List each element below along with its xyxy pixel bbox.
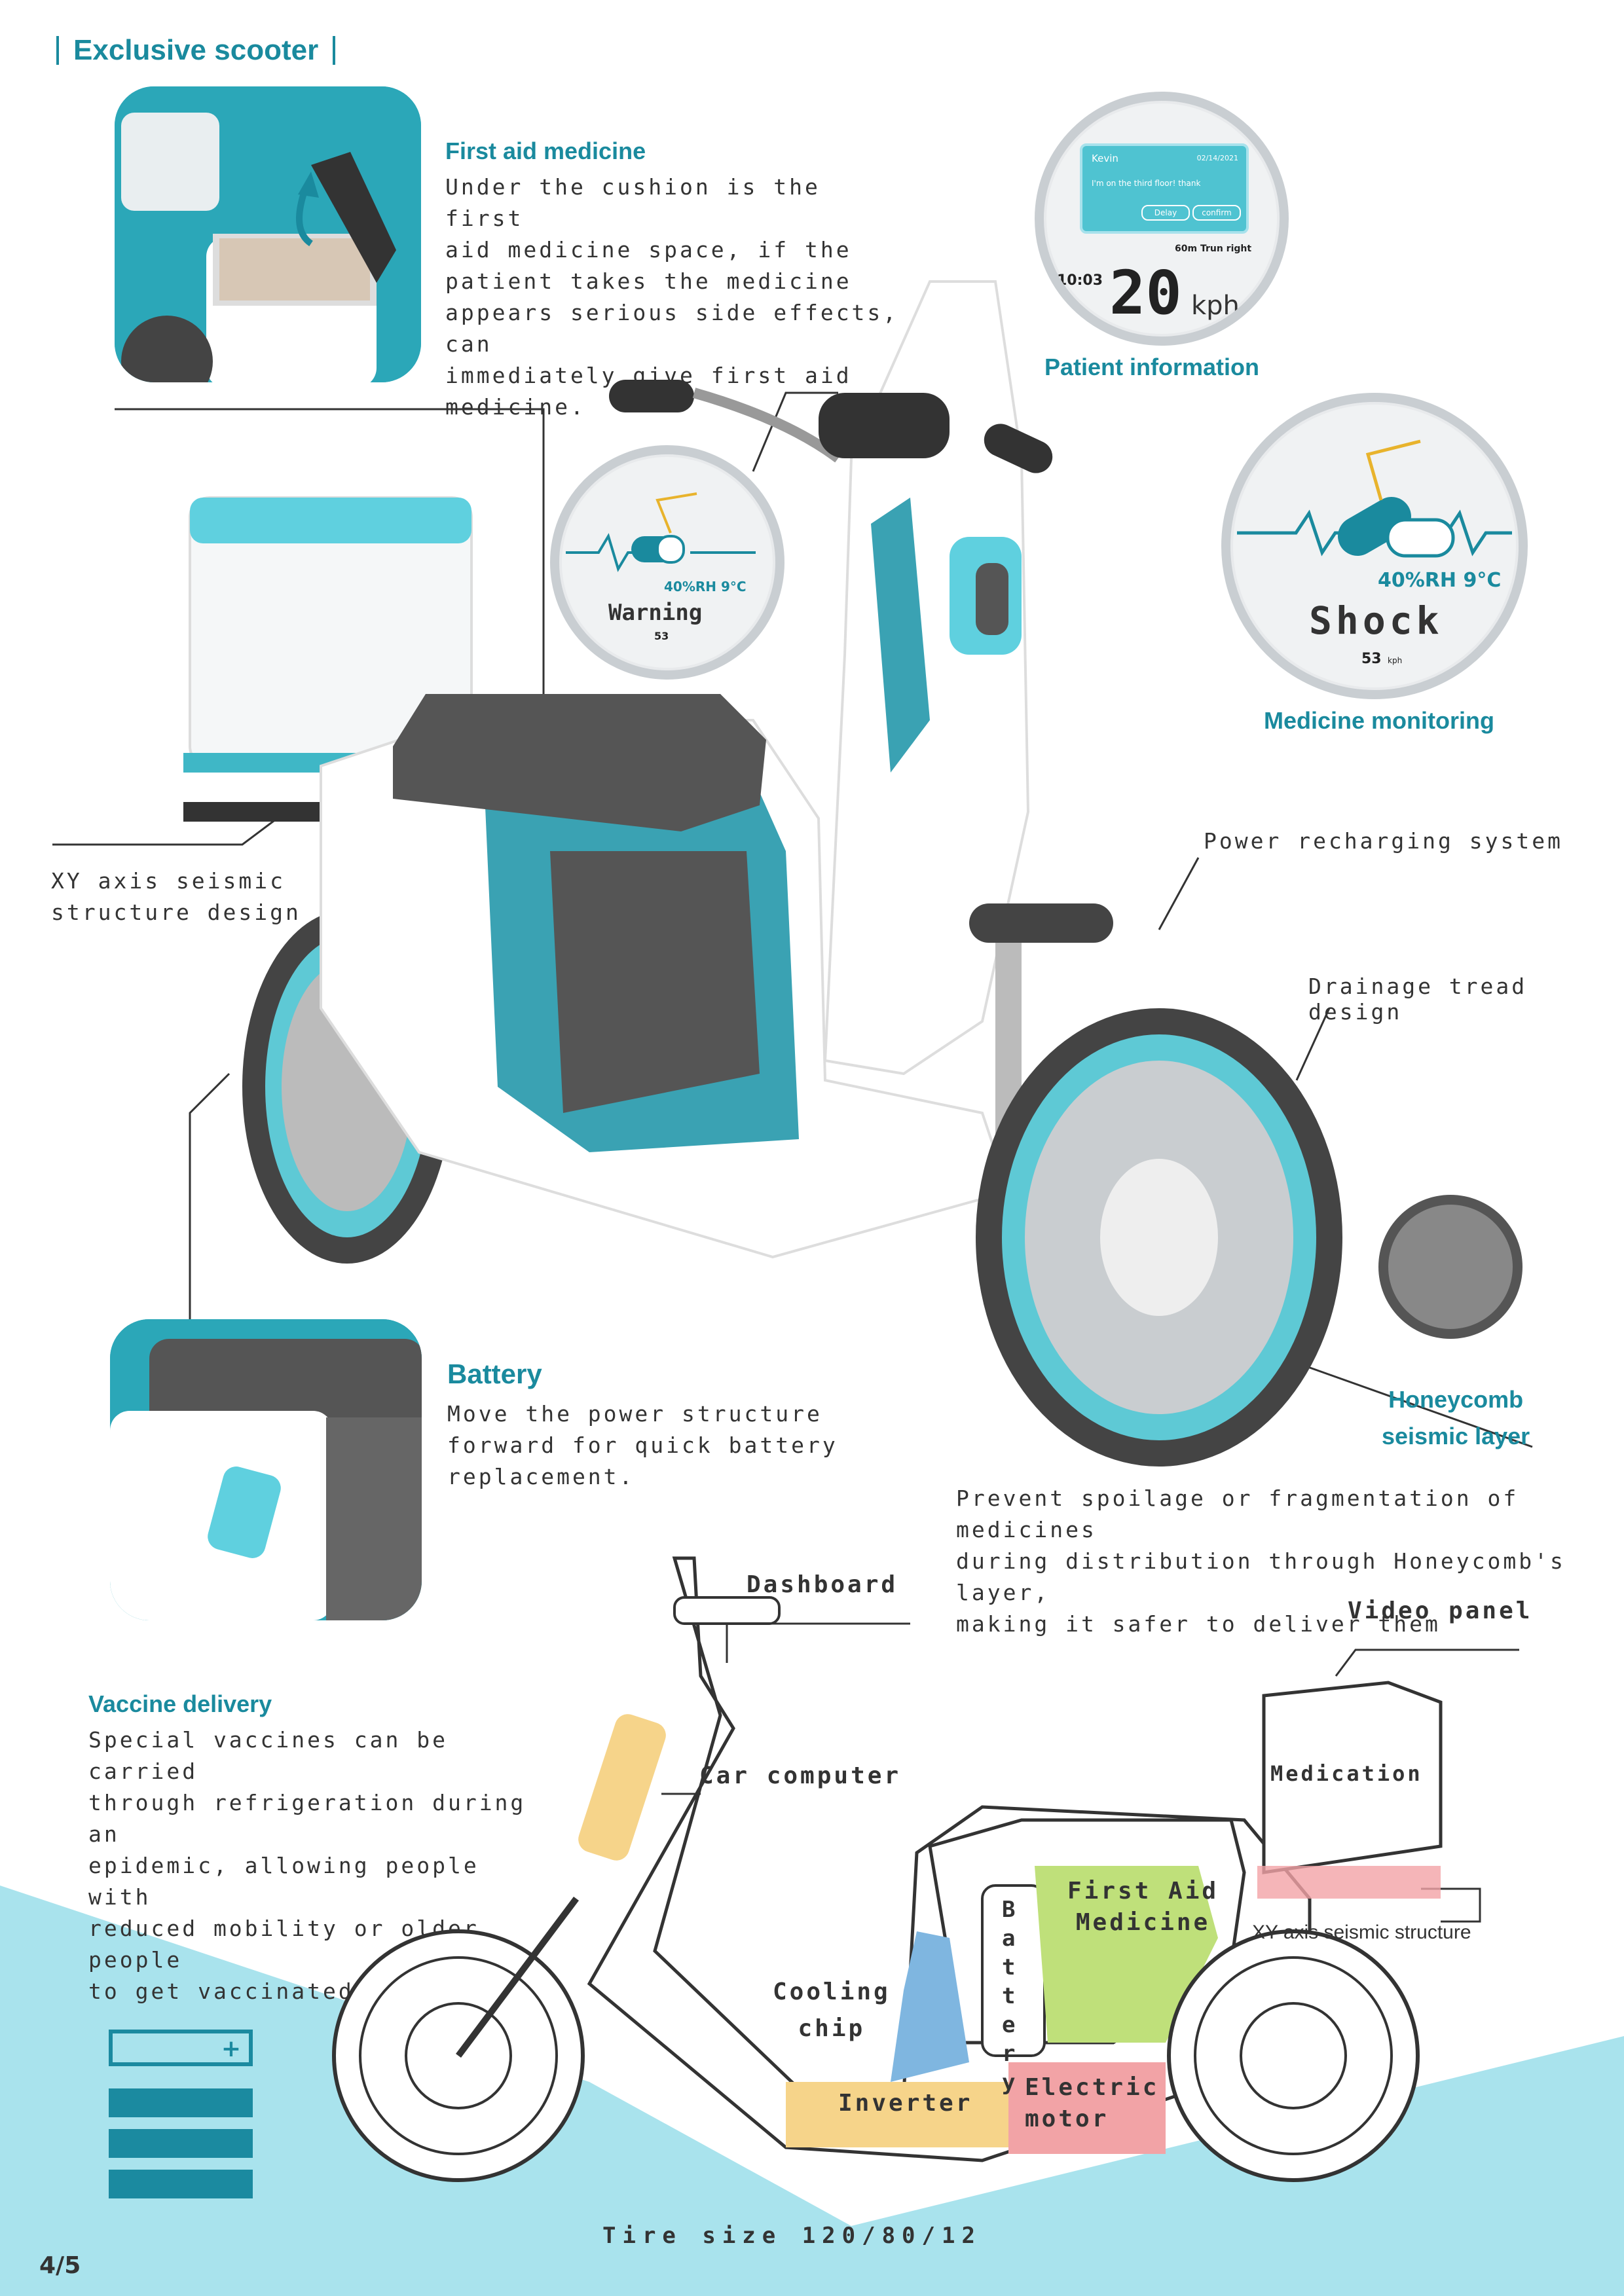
dashboard-label: Dashboard <box>747 1571 898 1598</box>
patient-name: Kevin <box>1092 153 1118 164</box>
page-number: 4/5 <box>39 2252 81 2279</box>
delay-button[interactable]: Delay <box>1141 205 1190 221</box>
monitoring-speed: 53 <box>1361 651 1382 667</box>
xy-axis-callout: XY axis seismic structure design <box>51 868 301 925</box>
confirm-button[interactable]: confirm <box>1192 205 1241 221</box>
battery-title: Battery <box>447 1358 542 1389</box>
honeycomb-callout: Honeycomb seismic layer <box>1382 1386 1530 1449</box>
monitoring-humidity: 40%RH 9°C <box>1378 569 1502 592</box>
clock-time: 10:03 <box>1057 272 1103 289</box>
tire-size-label: Tire size 120/80/12 <box>602 2223 982 2249</box>
header-bar: Exclusive scooter <box>56 34 336 67</box>
medicine-monitoring-caption: Medicine monitoring <box>1264 707 1495 734</box>
electric-motor-label: Electric motor <box>1025 2074 1160 2132</box>
menu-bar-3 <box>109 2170 253 2198</box>
patient-message: I'm on the third floor! thank <box>1092 179 1201 188</box>
menu-bar-2 <box>109 2129 253 2158</box>
monitoring-speed-unit: kph <box>1388 656 1403 665</box>
patient-screen: Kevin 02/14/2021 I'm on the third floor!… <box>1080 143 1249 234</box>
battery-photo <box>110 1319 422 1620</box>
menu-bar-1 <box>109 2088 253 2117</box>
monitoring-status: Shock <box>1309 598 1443 643</box>
warning-speed: 53 <box>654 630 669 642</box>
vaccine-title: Vaccine delivery <box>88 1690 272 1717</box>
plus-bar-icon: + <box>109 2030 253 2066</box>
patient-info-dial: Kevin 02/14/2021 I'm on the third floor!… <box>1035 92 1289 346</box>
warning-status: Warning <box>608 600 703 626</box>
battery-text: Move the power structure forward for qui… <box>447 1401 838 1489</box>
page-title: Exclusive scooter <box>73 34 319 66</box>
inverter-label: Inverter <box>838 2090 973 2117</box>
honeycomb-note: Prevent spoilage or fragmentation of med… <box>956 1485 1566 1637</box>
patient-info-caption: Patient information <box>1044 354 1260 380</box>
medicine-monitoring-dial: 40%RH 9°C Shock 53 kph <box>1221 393 1528 699</box>
drainage-callout: Drainage tread design <box>1308 974 1528 1025</box>
xy-structure-label: XY axis seismic structure <box>1252 1922 1471 1943</box>
first-aid-diagram-label: First Aid Medicine <box>1067 1878 1219 1936</box>
video-panel-label: Video panel <box>1348 1597 1533 1624</box>
speed-unit: kph <box>1191 291 1240 321</box>
scooter-render <box>52 280 1533 1467</box>
power-callout: Power recharging system <box>1204 828 1563 854</box>
cooling-chip-label: Cooling chip <box>773 1978 891 2042</box>
battery-diagram-label: Battery <box>1002 1897 1016 2096</box>
patient-date: 02/14/2021 <box>1196 154 1238 162</box>
nav-text: 60m Trun right <box>1175 244 1252 254</box>
first-aid-title: First aid medicine <box>445 137 646 164</box>
warning-humidity: 40%RH 9°C <box>664 579 747 594</box>
car-computer-label: Car computer <box>699 1762 902 1789</box>
speed-value: 20 <box>1109 258 1182 328</box>
medication-label: Medication <box>1270 1761 1423 1786</box>
first-aid-text: Under the cushion is the first aid medic… <box>445 174 899 420</box>
first-aid-photo <box>115 86 421 382</box>
